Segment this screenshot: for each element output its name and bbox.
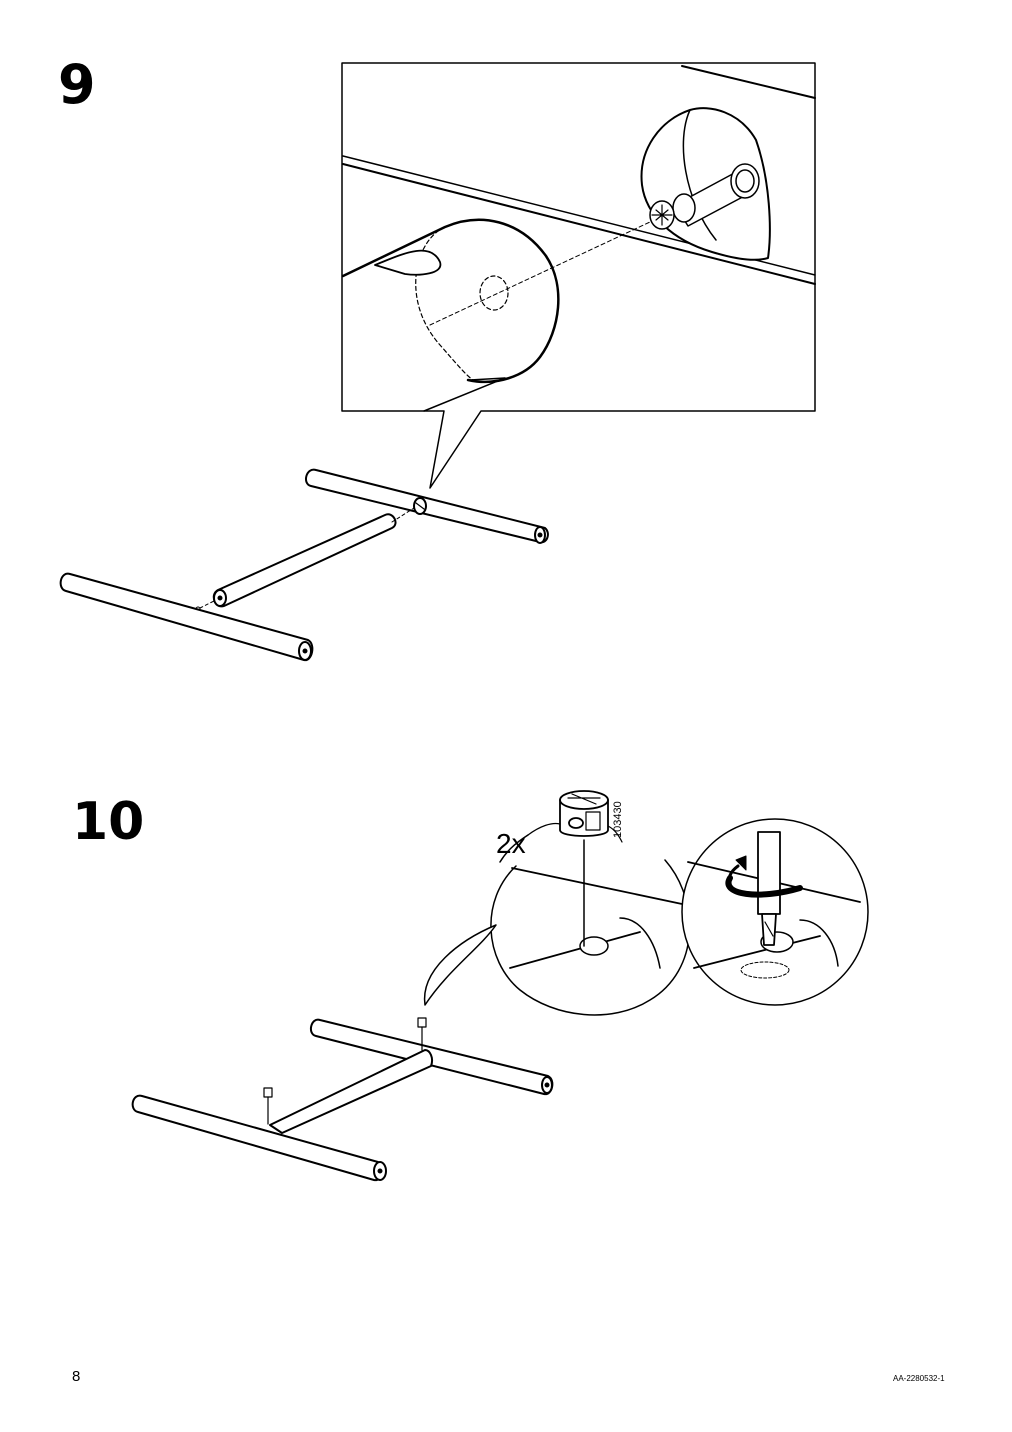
step-9-number: 9 [58,53,96,116]
step-9-frame-parts [59,468,549,662]
step-10-insert-detail [423,834,691,1016]
document-code: AA-2280532-1 [893,1374,945,1383]
rotate-arrow-icon [725,855,803,898]
step-10-frame-parts [131,1017,554,1182]
cam-lock-fitting-icon [527,790,623,843]
page-number: 8 [72,1368,81,1385]
quantity-label: 2x [496,828,526,859]
step-9-detail-callout [341,62,816,489]
part-number-label: 103430 [612,801,624,838]
step-10-tighten-detail [681,818,869,1006]
step-10-number: 10 [72,792,145,852]
